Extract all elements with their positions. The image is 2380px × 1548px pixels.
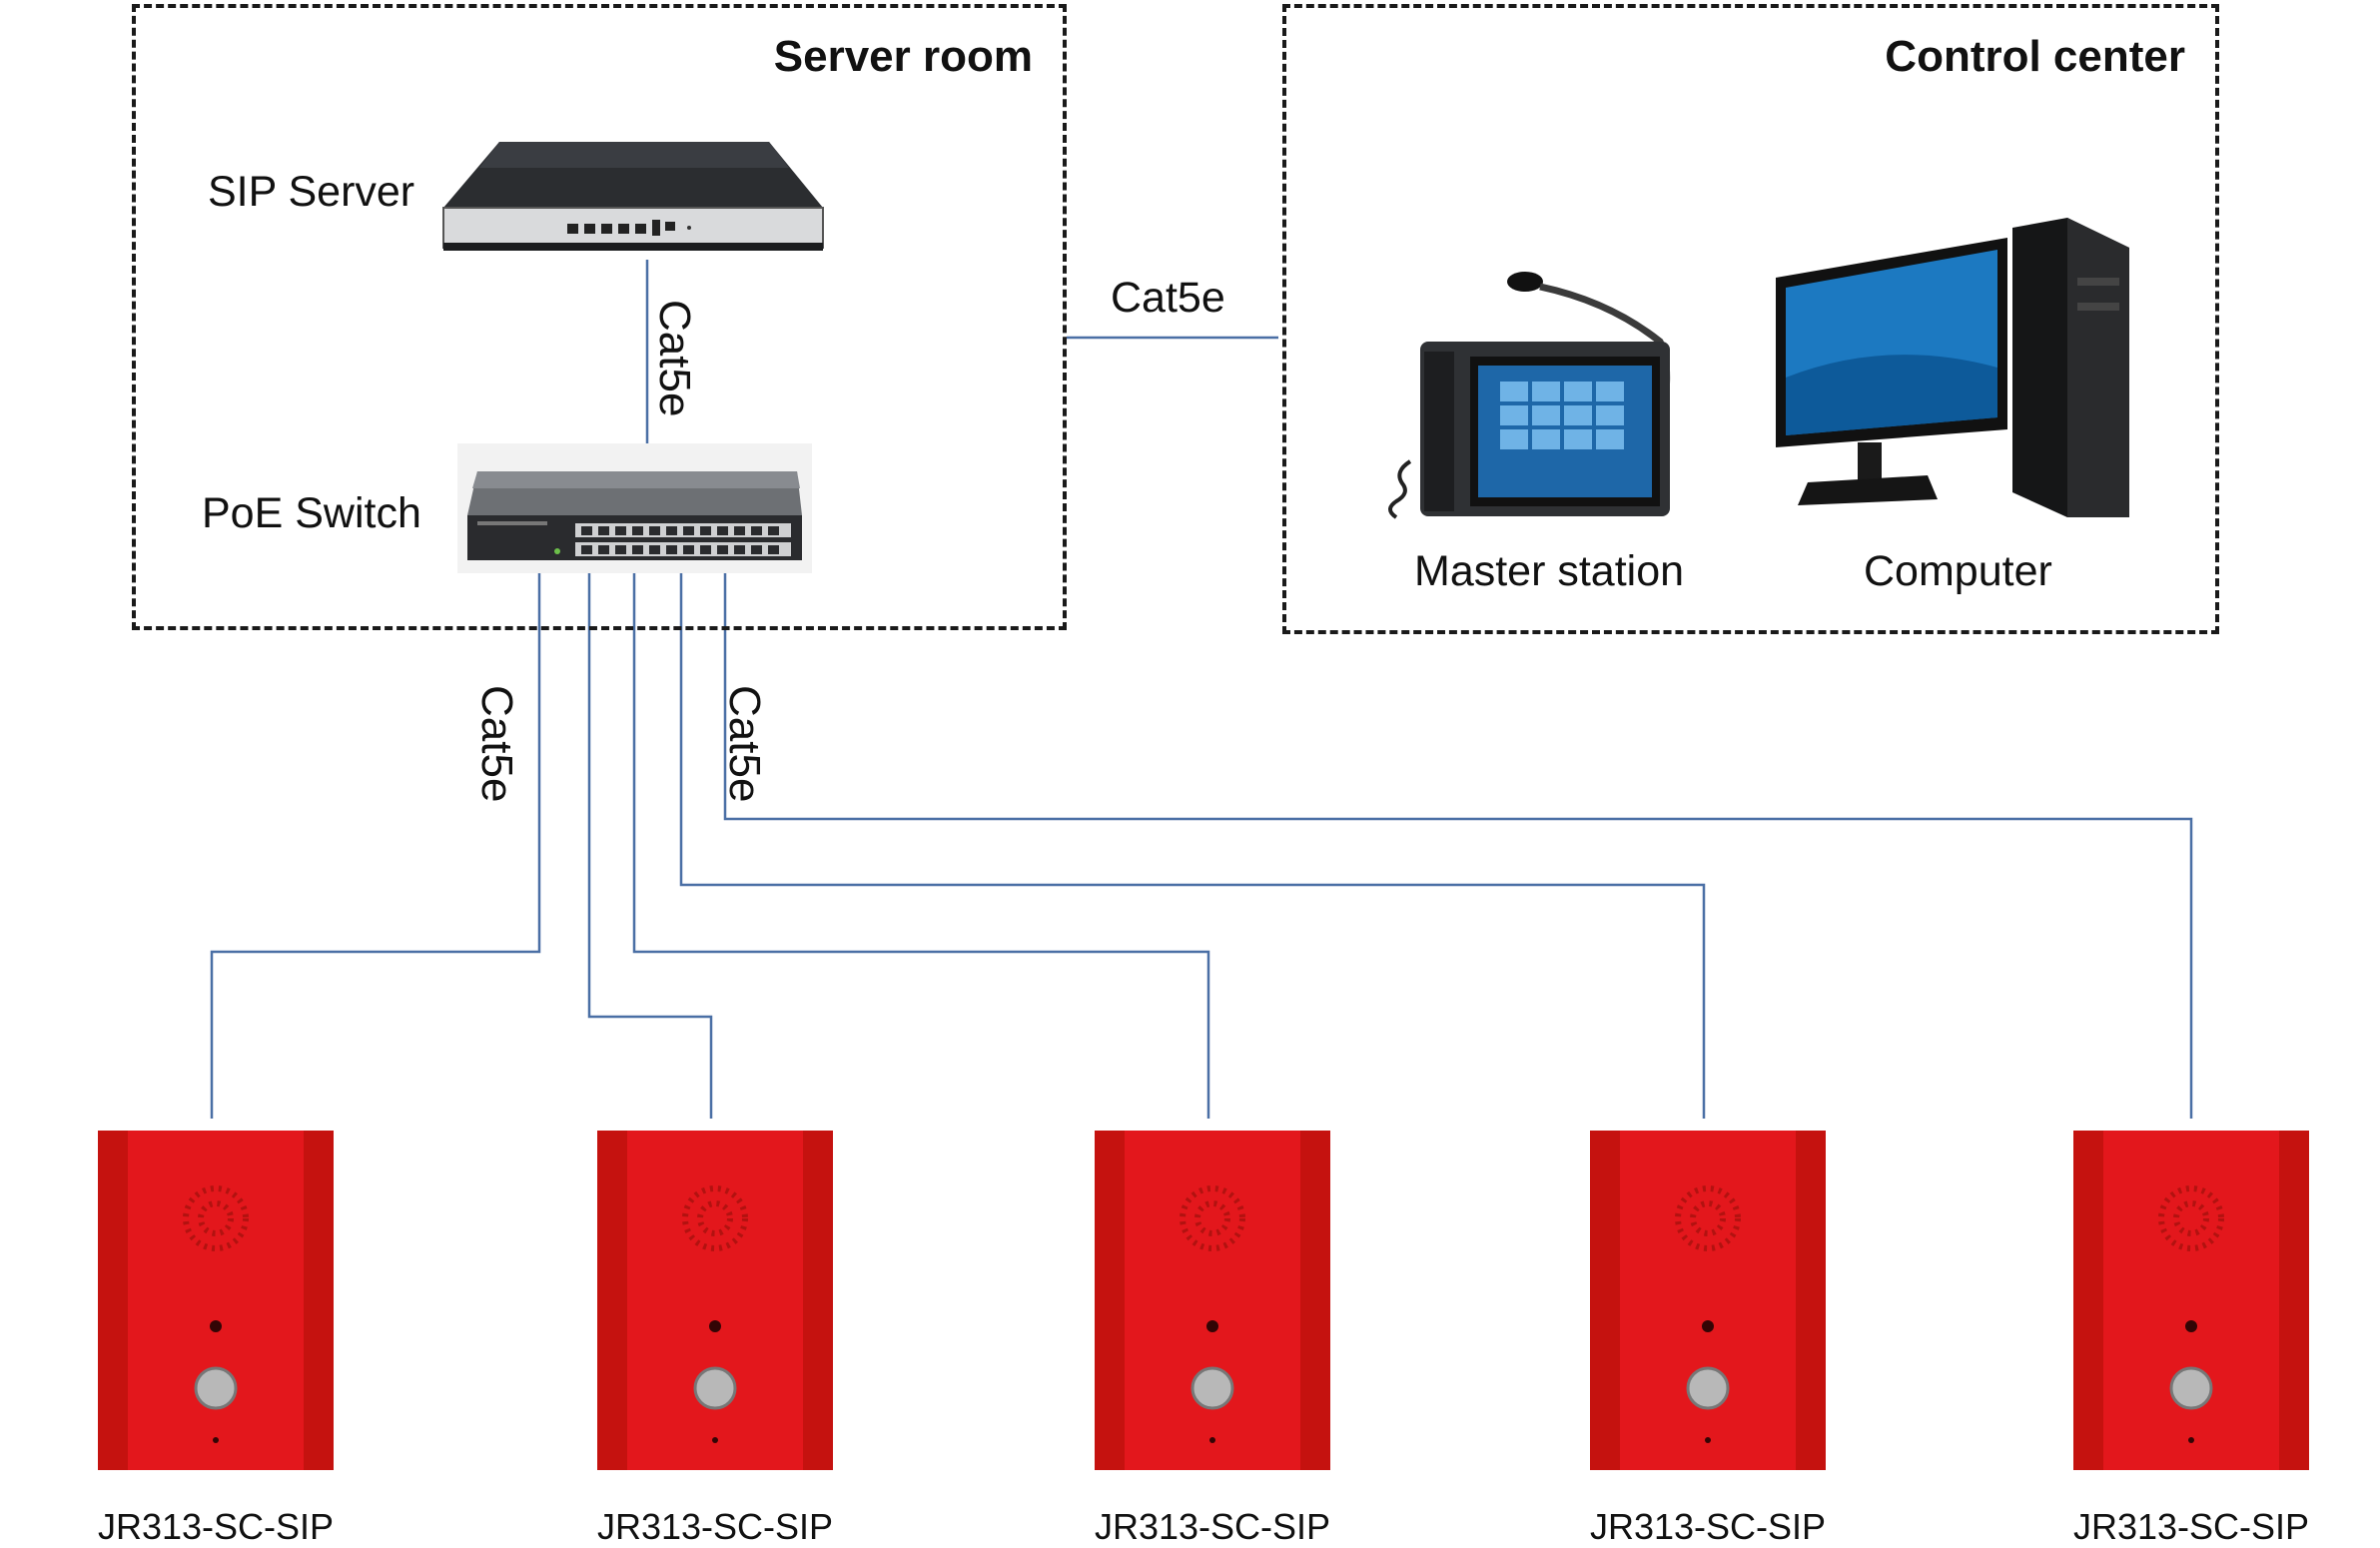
control-center-title: Control center	[1885, 32, 2185, 81]
server-room-zone: Server room	[132, 4, 1067, 630]
phone-1	[98, 1131, 334, 1475]
phone-4-model: JR313-SC-SIP	[1589, 1506, 1827, 1547]
phone-3	[1095, 1131, 1330, 1475]
sip-server-label: SIP Server	[208, 168, 415, 216]
server-icon	[439, 138, 824, 261]
help-point-phone-icon	[1095, 1131, 1330, 1470]
cable-switch-to-phone-5	[723, 569, 2193, 1119]
cable-switch-to-phone-1	[210, 569, 541, 1119]
cable-switch-to-phone-2	[587, 569, 713, 1119]
cat5e-server-switch-label: Cat5e	[650, 300, 699, 417]
master-station-label: Master station	[1414, 547, 1685, 595]
phone-2	[597, 1131, 833, 1475]
switch-icon	[457, 443, 812, 578]
phone-5	[2073, 1131, 2309, 1475]
poe-switch-label: PoE Switch	[202, 489, 421, 537]
master-station-icon	[1380, 262, 1680, 526]
computer-icon	[1768, 218, 2137, 527]
computer-label: Computer	[1864, 547, 2052, 595]
cat5e-phones-left-label: Cat5e	[472, 685, 521, 803]
server-room-title: Server room	[773, 32, 1033, 81]
cat5e-phones-right-label: Cat5e	[720, 685, 769, 803]
control-center-zone: Control center	[1282, 4, 2219, 634]
phone-1-model: JR313-SC-SIP	[97, 1506, 335, 1547]
phone-2-model: JR313-SC-SIP	[596, 1506, 834, 1547]
help-point-phone-icon	[1590, 1131, 1826, 1470]
phone-3-model: JR313-SC-SIP	[1094, 1506, 1331, 1547]
phone-5-model: JR313-SC-SIP	[2072, 1506, 2310, 1547]
help-point-phone-icon	[98, 1131, 334, 1470]
help-point-phone-icon	[2073, 1131, 2309, 1470]
cable-switch-to-phone-4	[679, 569, 1706, 1119]
phone-4	[1590, 1131, 1826, 1475]
help-point-phone-icon	[597, 1131, 833, 1470]
cat5e-control-link-label: Cat5e	[1111, 274, 1225, 322]
cable-switch-to-phone-3	[632, 569, 1210, 1119]
